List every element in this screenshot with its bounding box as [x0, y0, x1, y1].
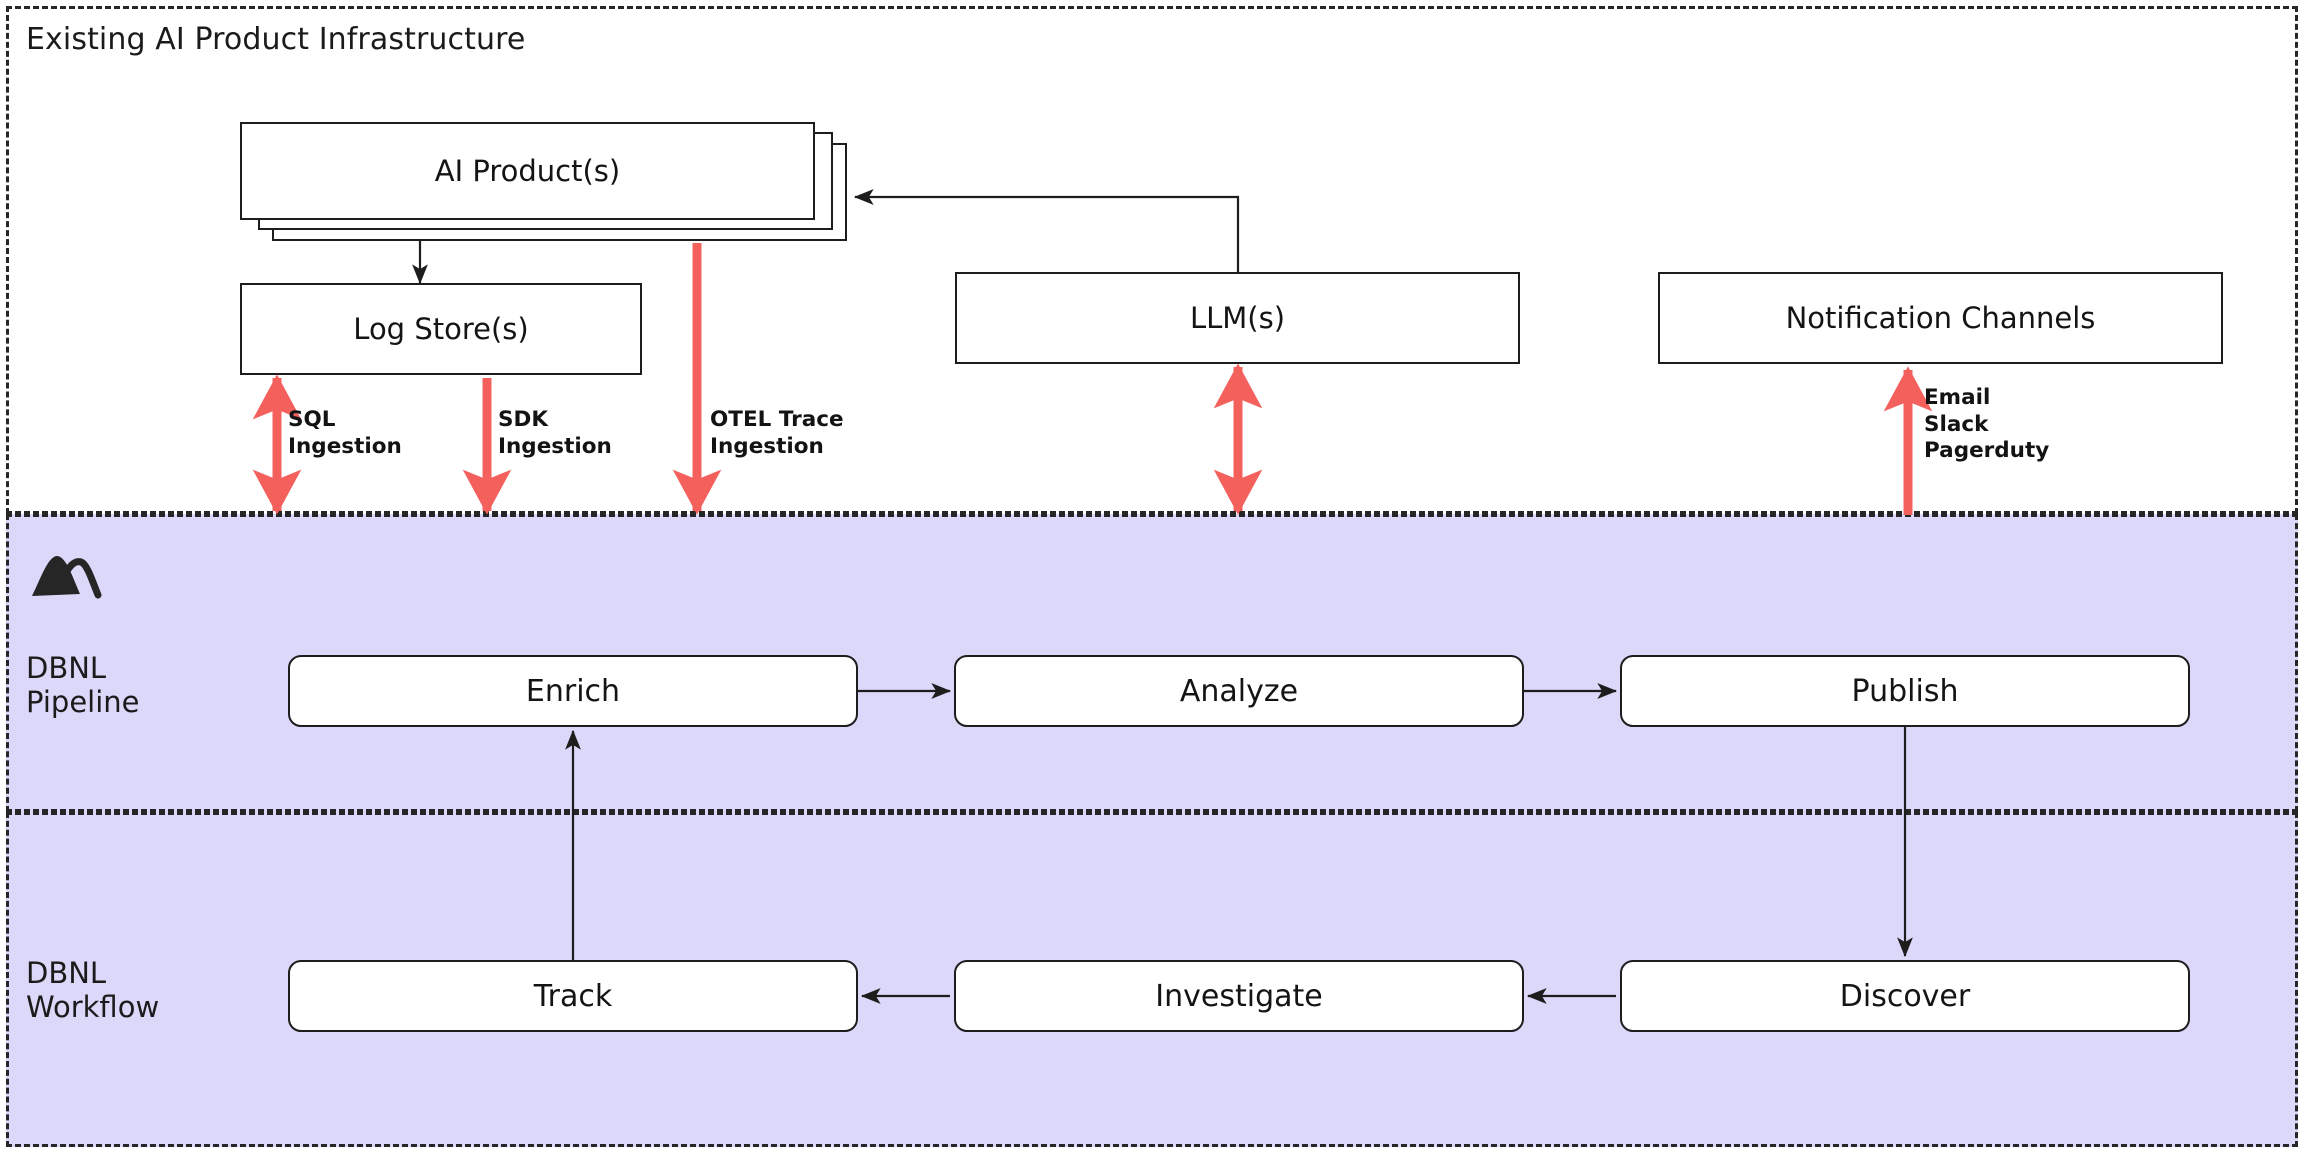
node-enrich[interactable]: Enrich: [288, 655, 858, 727]
dbnl-mountain-logo: [32, 556, 102, 599]
node-investigate[interactable]: Investigate: [954, 960, 1524, 1032]
node-discover[interactable]: Discover: [1620, 960, 2190, 1032]
zone-title-dbnl-workflow: DBNL Workflow: [26, 956, 160, 1024]
node-publish[interactable]: Publish: [1620, 655, 2190, 727]
flow-label-sql-ingestion: SQL Ingestion: [288, 407, 402, 459]
zone-title-dbnl-pipeline: DBNL Pipeline: [26, 651, 140, 719]
node-track[interactable]: Track: [288, 960, 858, 1032]
node-analyze[interactable]: Analyze: [954, 655, 1524, 727]
flow-label-otel-trace-ingestion: OTEL Trace Ingestion: [710, 407, 844, 459]
node-ai-products[interactable]: AI Product(s): [240, 122, 815, 220]
zone-divider-pipeline: [6, 514, 2298, 517]
node-notification-channels[interactable]: Notification Channels: [1658, 272, 2223, 364]
node-llm[interactable]: LLM(s): [955, 272, 1520, 364]
zone-title-existing-infrastructure: Existing AI Product Infrastructure: [26, 22, 526, 57]
zone-divider-workflow: [6, 812, 2298, 815]
node-log-store[interactable]: Log Store(s): [240, 283, 642, 375]
flow-label-sdk-ingestion: SDK Ingestion: [498, 407, 612, 459]
flow-label-notification-channels: Email Slack Pagerduty: [1924, 385, 2050, 464]
